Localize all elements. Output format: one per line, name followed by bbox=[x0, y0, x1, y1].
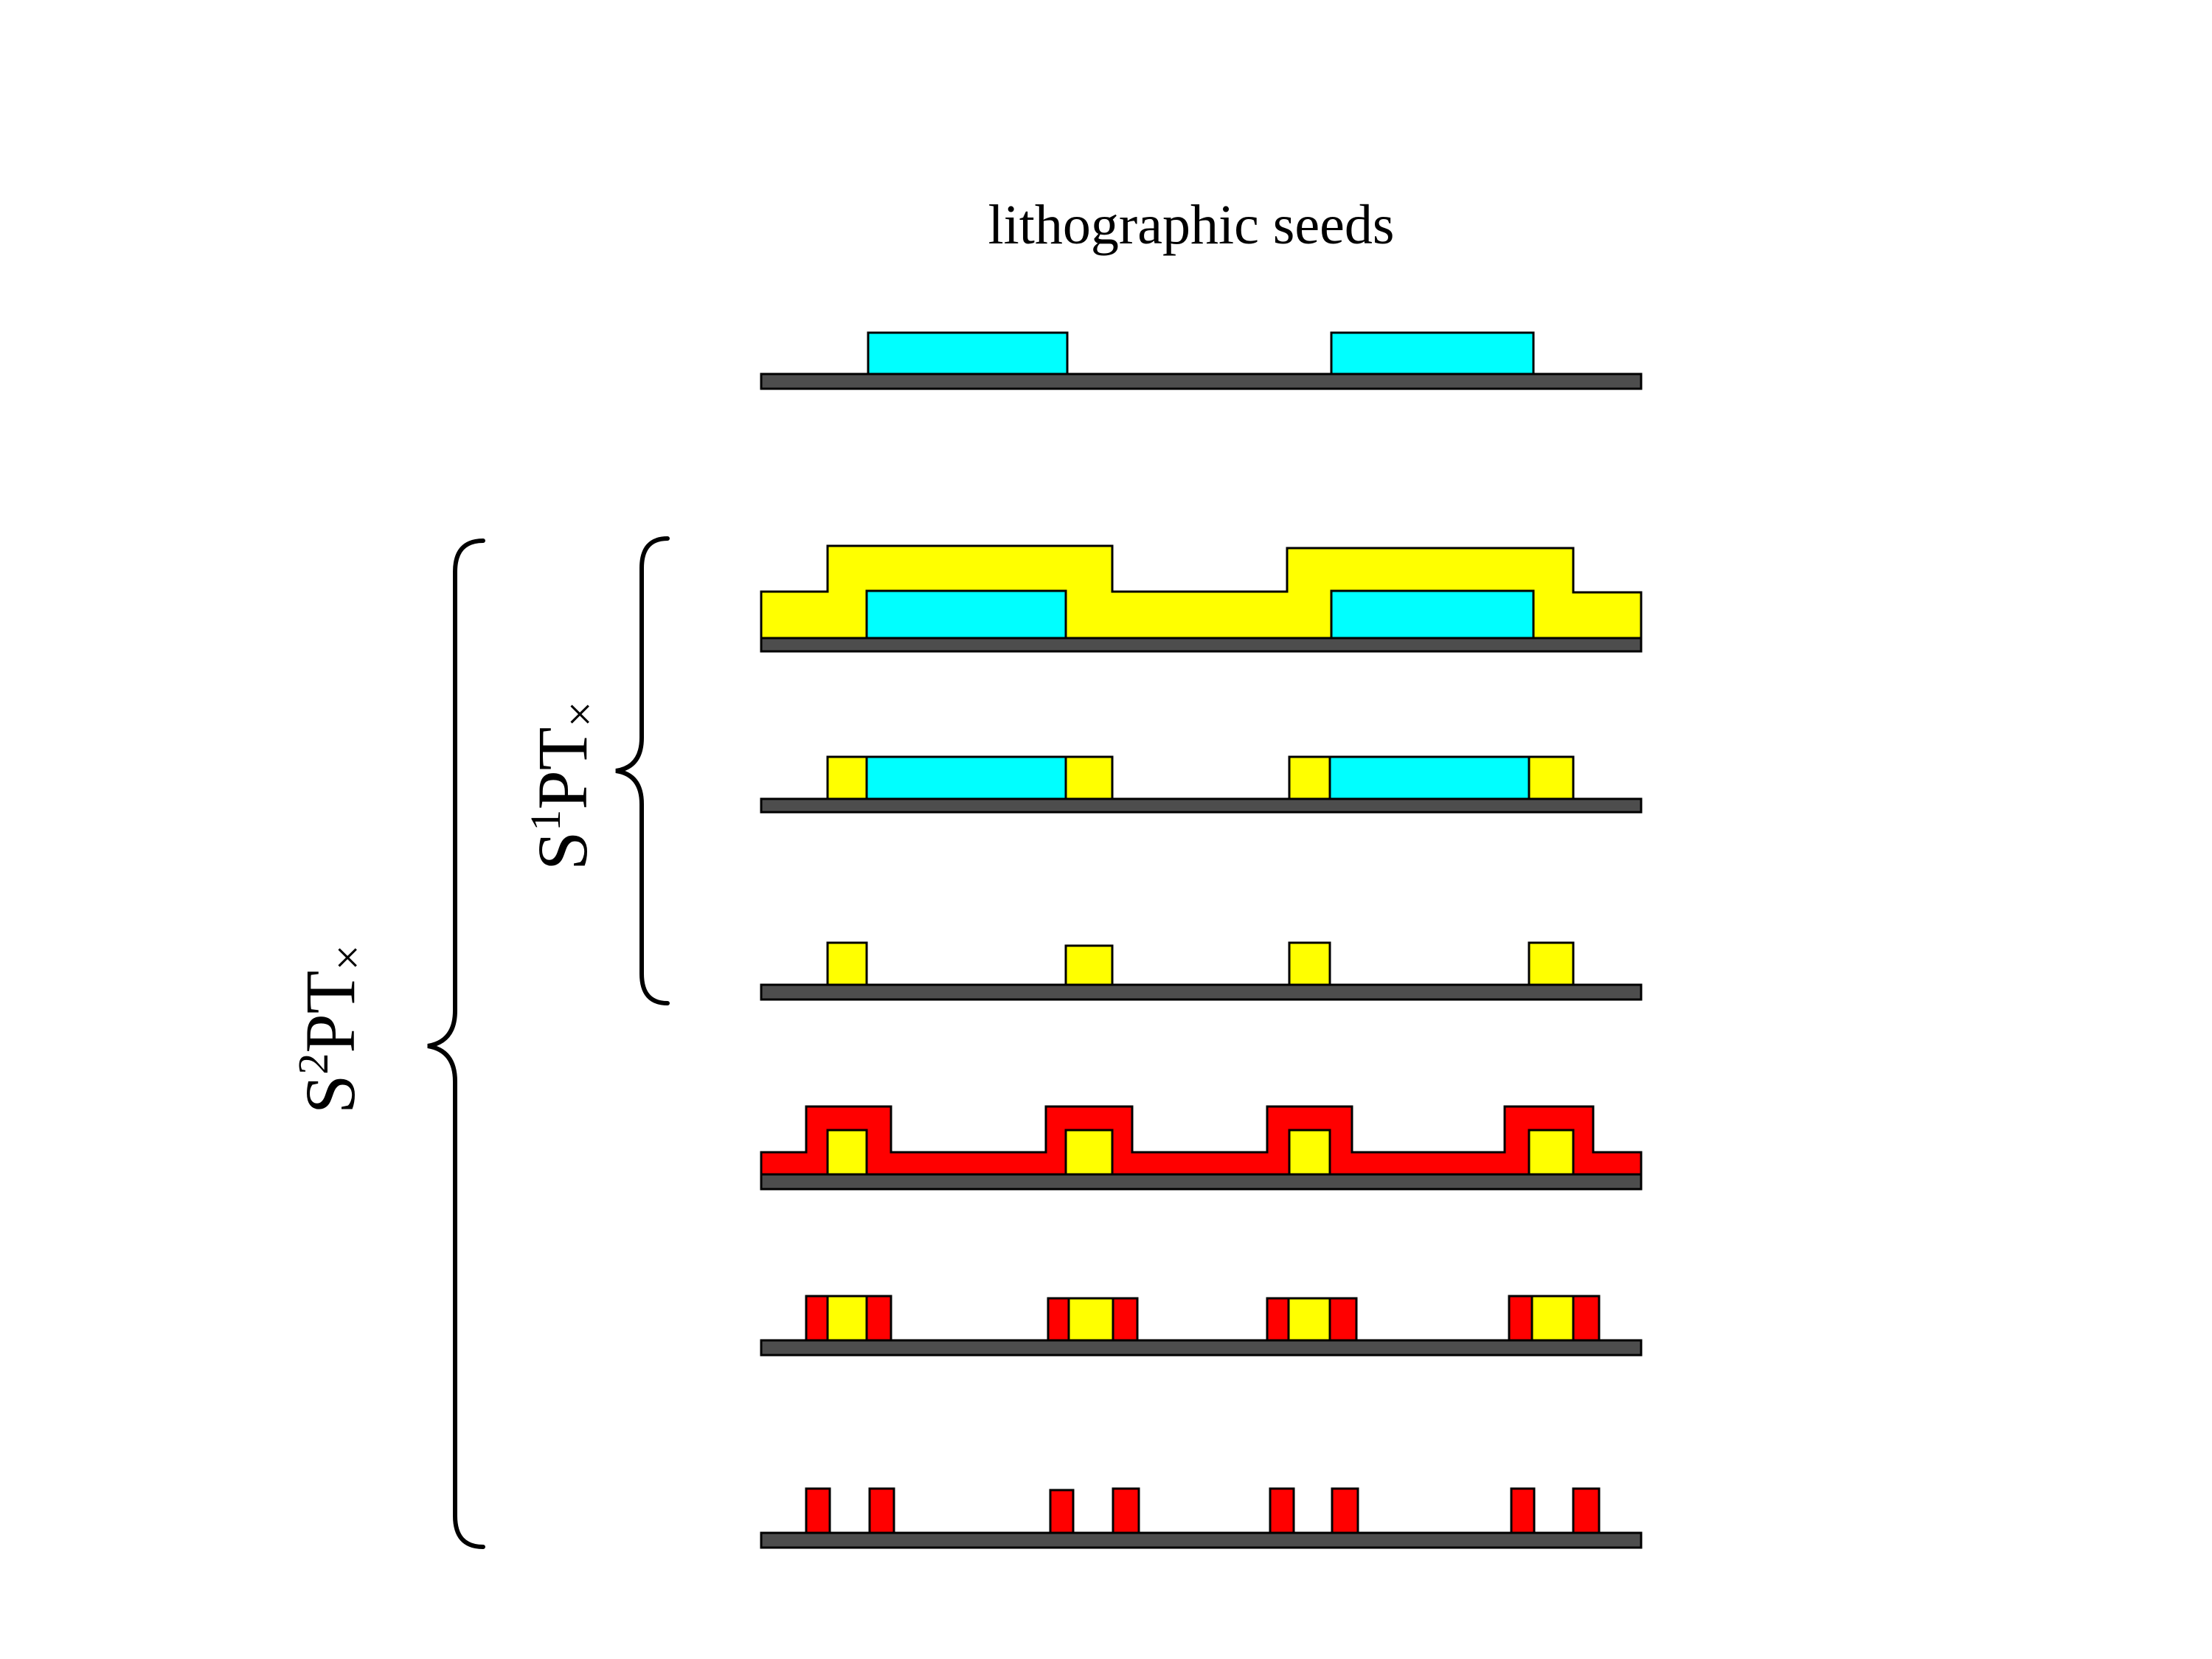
second-spacer bbox=[1508, 1295, 1533, 1342]
seed-block bbox=[1328, 755, 1530, 800]
step-first-spacer-etch bbox=[760, 755, 1643, 814]
s1pt-label: S1PT× bbox=[521, 702, 606, 870]
seed-block bbox=[1330, 331, 1535, 375]
second-spacer bbox=[1266, 1297, 1290, 1342]
first-spacer bbox=[1528, 755, 1575, 800]
substrate bbox=[760, 983, 1643, 1001]
substrate bbox=[760, 797, 1643, 814]
first-spacer bbox=[1288, 755, 1331, 800]
second-spacer bbox=[1510, 1487, 1536, 1534]
second-spacer bbox=[1572, 1295, 1601, 1342]
step-second-spacer-etch bbox=[760, 1295, 1643, 1357]
second-spacer bbox=[805, 1295, 829, 1342]
seed-block bbox=[865, 755, 1067, 800]
substrate bbox=[760, 1173, 1643, 1191]
first-spacer bbox=[1528, 1129, 1575, 1176]
first-spacer bbox=[826, 1129, 868, 1176]
second-spacer bbox=[868, 1487, 895, 1534]
seed-block bbox=[865, 589, 1067, 640]
first-spacer bbox=[1287, 1297, 1331, 1342]
substrate bbox=[760, 1339, 1643, 1357]
step-first-spacer-deposition bbox=[760, 544, 1643, 653]
first-spacer bbox=[1288, 941, 1331, 986]
first-spacer bbox=[1064, 1129, 1114, 1176]
substrate bbox=[760, 1531, 1643, 1549]
s2pt-label: S2PT× bbox=[289, 945, 373, 1114]
seed-block bbox=[1330, 589, 1535, 640]
substrate bbox=[760, 637, 1643, 653]
second-spacer bbox=[1331, 1487, 1359, 1534]
step-seed-removal bbox=[760, 941, 1643, 1001]
first-spacer bbox=[1288, 1129, 1331, 1176]
second-spacer bbox=[1572, 1487, 1601, 1534]
second-spacer bbox=[1112, 1487, 1140, 1534]
s1pt-brace bbox=[615, 536, 670, 1005]
step-first-spacer-removal bbox=[760, 1487, 1643, 1549]
second-spacer bbox=[865, 1295, 892, 1342]
second-spacer bbox=[1328, 1297, 1358, 1342]
s2pt-brace bbox=[427, 538, 485, 1549]
first-spacer bbox=[826, 755, 868, 800]
diagram-title: lithographic seeds bbox=[988, 194, 1395, 256]
first-spacer bbox=[1064, 944, 1114, 986]
second-spacer bbox=[1047, 1297, 1070, 1342]
substrate bbox=[760, 373, 1643, 390]
step-seed-pattern bbox=[760, 331, 1643, 390]
first-spacer bbox=[1530, 1295, 1575, 1342]
second-spacer bbox=[1112, 1297, 1139, 1342]
second-spacer bbox=[1269, 1487, 1295, 1534]
seed-block bbox=[867, 331, 1069, 375]
first-spacer bbox=[1064, 755, 1114, 800]
step-second-spacer-deposition bbox=[760, 1105, 1643, 1191]
first-spacer bbox=[826, 1295, 868, 1342]
first-spacer bbox=[1528, 941, 1575, 986]
first-spacer bbox=[826, 941, 868, 986]
second-spacer bbox=[1049, 1489, 1075, 1534]
second-spacer-film bbox=[760, 1105, 1643, 1176]
first-spacer bbox=[1067, 1297, 1114, 1342]
second-spacer bbox=[805, 1487, 831, 1534]
